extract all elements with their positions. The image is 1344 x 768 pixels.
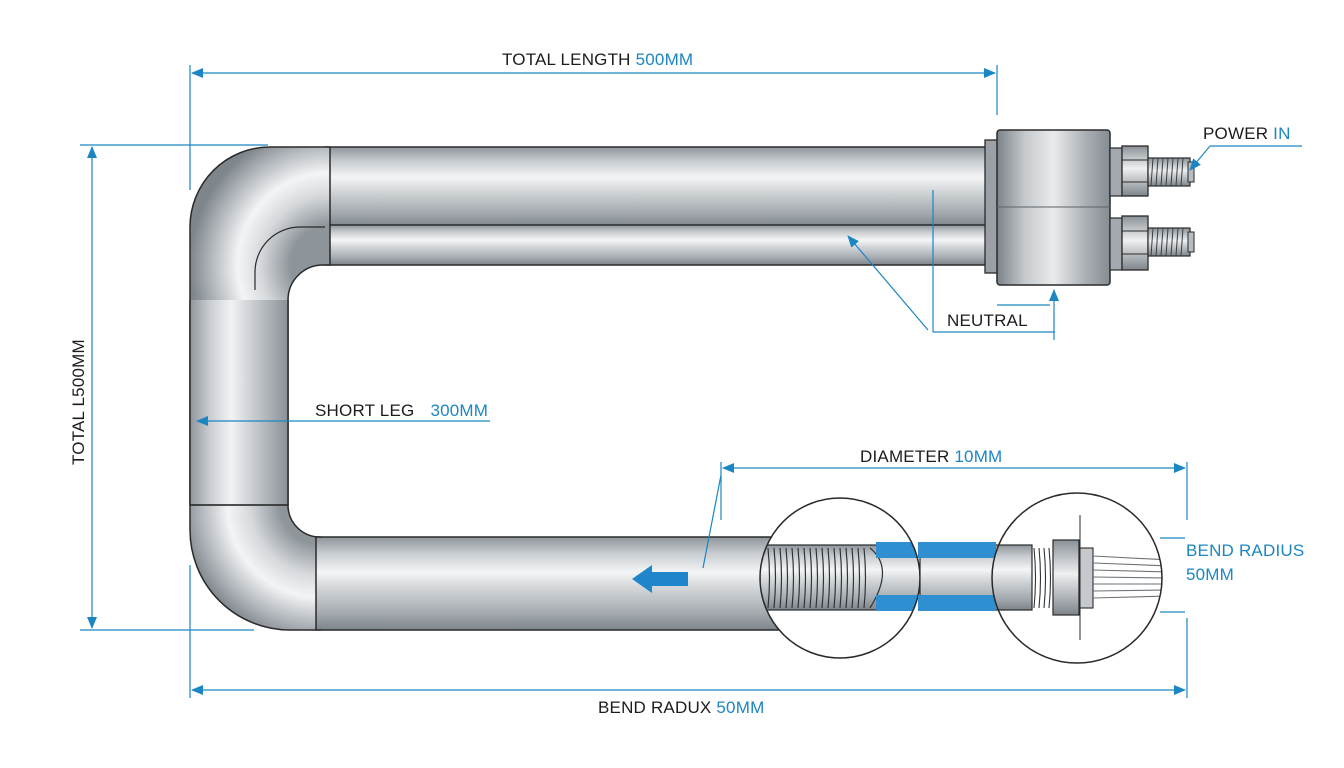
power-in-leader: [1189, 145, 1211, 171]
neutral-leader: [847, 235, 929, 331]
power-stud: [1147, 157, 1195, 187]
bend-radius-label: BEND RADIUS: [1186, 541, 1304, 560]
bottom-bend: [189, 504, 321, 631]
total-height-label: TOTAL L500MM: [69, 339, 88, 465]
vertical-leg: [190, 300, 288, 505]
neutral-stud: [1147, 227, 1195, 257]
terminal-nut-power: [1121, 145, 1149, 197]
diameter-label: DIAMETER 10MM: [860, 447, 1002, 466]
neutral-label: NEUTRAL: [947, 311, 1028, 330]
power-in-label: POWER IN: [1203, 124, 1291, 143]
left-arrow-icon: [632, 565, 688, 593]
bottom-leg: [315, 536, 787, 631]
coil-cutaway-detail: [759, 497, 921, 659]
insulation-band-top: [876, 542, 920, 558]
top-leg-lower: [324, 224, 988, 266]
bend-radius-value: 50MM: [1186, 565, 1234, 584]
terminal-nut-neutral: [1121, 215, 1149, 271]
bend-radux-label: BEND RADUX 50MM: [598, 698, 764, 717]
terminal-head: [984, 129, 1195, 286]
sheath-section: [918, 542, 1001, 611]
total-length-label: TOTAL LENGTH 500MM: [502, 50, 693, 69]
insulation-band-bottom: [876, 595, 920, 611]
dimension-lines: [80, 65, 1302, 698]
terminal-end-detail: [991, 492, 1163, 664]
top-leg-upper: [324, 146, 988, 228]
u-tube-element: [189, 146, 988, 631]
